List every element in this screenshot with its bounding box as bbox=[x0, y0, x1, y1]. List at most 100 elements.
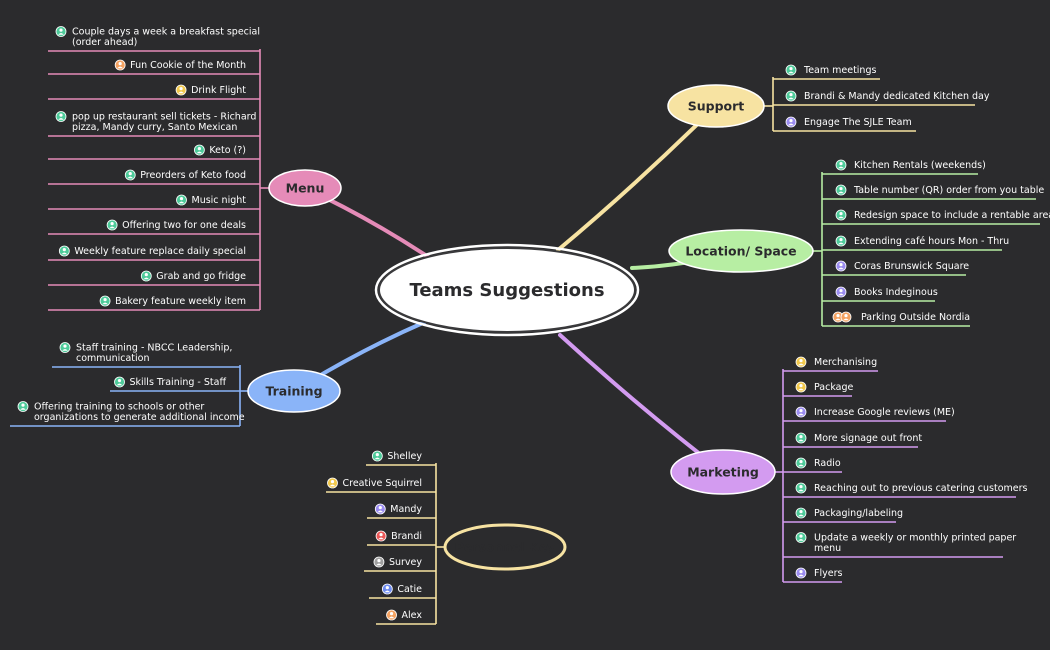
topic-label-line: Parking Outside Nordia bbox=[861, 312, 970, 323]
topic-item[interactable]: Parking Outside Nordia bbox=[822, 311, 970, 327]
topic-item[interactable]: Fun Cookie of the Month bbox=[48, 59, 260, 75]
topic-item[interactable]: Survey bbox=[364, 556, 436, 572]
person-icon bbox=[381, 583, 393, 595]
location-node-label: Location/ Space bbox=[685, 244, 796, 259]
person-icon bbox=[373, 556, 385, 568]
support-node-shape[interactable] bbox=[667, 84, 765, 128]
topic-label-line: Radio bbox=[814, 458, 841, 469]
topic-item[interactable]: Creative Squirrel bbox=[326, 477, 436, 493]
person-icon bbox=[795, 457, 807, 469]
node-location[interactable]: Location/ Space bbox=[668, 229, 814, 273]
person-icon bbox=[327, 477, 338, 489]
topic-label-line: Coras Brunswick Square bbox=[854, 261, 969, 272]
training-node-shape[interactable] bbox=[247, 369, 341, 413]
node-support[interactable]: Support bbox=[667, 84, 765, 128]
node-menu[interactable]: Menu bbox=[268, 169, 342, 207]
topic-label-line: Extending café hours Mon - Thru bbox=[854, 236, 1009, 247]
person-icon bbox=[835, 286, 847, 298]
topic-item[interactable]: Music night bbox=[48, 194, 260, 210]
topic-item[interactable]: Bakery feature weekly item bbox=[48, 295, 260, 311]
topic-item[interactable]: Catie bbox=[369, 583, 436, 599]
marketing-node-shape[interactable] bbox=[670, 449, 776, 495]
topic-item[interactable]: Increase Google reviews (ME) bbox=[783, 406, 955, 422]
topic-label: Weekly feature replace daily special bbox=[74, 246, 246, 257]
person-icon bbox=[835, 209, 847, 221]
topic-label: Drink Flight bbox=[191, 85, 246, 96]
topic-item[interactable]: Offering training to schools or otherorg… bbox=[10, 401, 245, 427]
topic-item[interactable]: Drink Flight bbox=[48, 84, 260, 100]
topic-label-line: communication bbox=[76, 353, 149, 364]
personnel-node-shape[interactable] bbox=[443, 523, 567, 571]
central-topic-shape[interactable] bbox=[378, 247, 636, 333]
topic-label-line: Table number (QR) order from you table bbox=[853, 185, 1044, 196]
node-personnel[interactable]: Personnel Key bbox=[443, 523, 567, 571]
topic-item[interactable]: Extending café hours Mon - Thru bbox=[822, 235, 1009, 251]
topic-label-line: Team meetings bbox=[803, 65, 876, 76]
person-icon bbox=[371, 450, 383, 462]
topic-item[interactable]: Reaching out to previous catering custom… bbox=[783, 482, 1028, 498]
topic-item[interactable]: Table number (QR) order from you table bbox=[822, 184, 1044, 200]
topic-label-line: Staff training - NBCC Leadership, bbox=[76, 343, 232, 354]
topic-item[interactable]: Package bbox=[783, 381, 854, 397]
person-icon bbox=[795, 406, 807, 418]
topic-item[interactable]: Offering two for one deals bbox=[48, 219, 260, 235]
topic-item[interactable]: Skills Training - Staff bbox=[110, 376, 240, 392]
topic-label-line: More signage out front bbox=[814, 433, 922, 444]
topic-item[interactable]: Brandi & Mandy dedicated Kitchen day bbox=[773, 90, 990, 106]
person-icon bbox=[795, 567, 807, 579]
person-icon bbox=[175, 84, 187, 96]
central-topic[interactable]: Teams Suggestions bbox=[374, 243, 640, 337]
topic-item[interactable]: Radio bbox=[783, 457, 842, 473]
topic-label: Keto (?) bbox=[209, 145, 246, 156]
topic-items: Couple days a week a breakfast special(o… bbox=[10, 26, 1050, 625]
person-icon bbox=[835, 184, 847, 196]
topic-item[interactable]: Kitchen Rentals (weekends) bbox=[822, 159, 986, 175]
topic-item[interactable]: Packaging/labeling bbox=[783, 507, 903, 523]
person-icon bbox=[795, 482, 807, 494]
topic-item[interactable]: More signage out front bbox=[783, 432, 922, 448]
topic-item[interactable]: Team meetings bbox=[773, 64, 880, 80]
topic-item[interactable]: Engage The SJLE Team bbox=[773, 116, 916, 132]
topic-item[interactable]: Staff training - NBCC Leadership,communi… bbox=[52, 342, 240, 368]
personnel-node-label: Personnel Key bbox=[455, 540, 556, 555]
topic-label-line: pizza, Mandy curry, Santo Mexican bbox=[72, 122, 237, 133]
person-icon bbox=[193, 144, 205, 156]
training-node-label: Training bbox=[265, 384, 322, 399]
topic-label: Brandi bbox=[391, 531, 422, 542]
topic-item[interactable]: Update a weekly or monthly printed paper… bbox=[783, 532, 1016, 558]
topic-item[interactable]: Merchanising bbox=[783, 356, 878, 372]
topic-item[interactable]: Coras Brunswick Square bbox=[822, 260, 969, 276]
menu-node-shape[interactable] bbox=[268, 169, 342, 207]
topic-item[interactable]: Redesign space to include a rentable are… bbox=[822, 209, 1050, 225]
topic-label-line: menu bbox=[814, 543, 841, 554]
topic-item[interactable]: Preorders of Keto food bbox=[48, 169, 260, 185]
topic-item[interactable]: pop up restaurant sell tickets - Richard… bbox=[48, 111, 260, 137]
person-icon bbox=[17, 401, 29, 412]
topic-label: Preorders of Keto food bbox=[140, 170, 246, 181]
topic-item[interactable]: Books Indeginous bbox=[822, 286, 938, 302]
location-topics: Kitchen Rentals (weekends) Table number (… bbox=[813, 159, 1050, 327]
person-icon bbox=[835, 159, 847, 171]
central-topic-title: Teams Suggestions bbox=[409, 280, 604, 301]
node-marketing[interactable]: Marketing bbox=[670, 449, 776, 495]
person-icon bbox=[140, 270, 152, 282]
topic-item[interactable]: Grab and go fridge bbox=[48, 270, 260, 286]
topic-item[interactable]: Couple days a week a breakfast special(o… bbox=[48, 26, 260, 52]
topic-label-line: Offering training to schools or other bbox=[34, 402, 204, 413]
topic-label-line: Brandi & Mandy dedicated Kitchen day bbox=[804, 91, 990, 102]
node-training[interactable]: Training bbox=[247, 369, 341, 413]
location-node-shape[interactable] bbox=[668, 229, 814, 273]
person-icon bbox=[114, 59, 126, 71]
topic-label-line: Update a weekly or monthly printed paper bbox=[814, 533, 1016, 544]
topic-item[interactable]: Keto (?) bbox=[48, 144, 260, 160]
topic-item[interactable]: Flyers bbox=[783, 567, 842, 583]
topic-item[interactable]: Alex bbox=[376, 609, 436, 625]
topic-item[interactable]: Mandy bbox=[367, 503, 436, 519]
topic-label: Music night bbox=[192, 195, 247, 206]
person-icon bbox=[832, 311, 852, 323]
topic-item[interactable]: Shelley bbox=[366, 450, 436, 466]
topic-item[interactable]: Brandi bbox=[367, 530, 436, 546]
person-icon bbox=[795, 532, 807, 543]
topic-item[interactable]: Weekly feature replace daily special bbox=[48, 245, 260, 261]
